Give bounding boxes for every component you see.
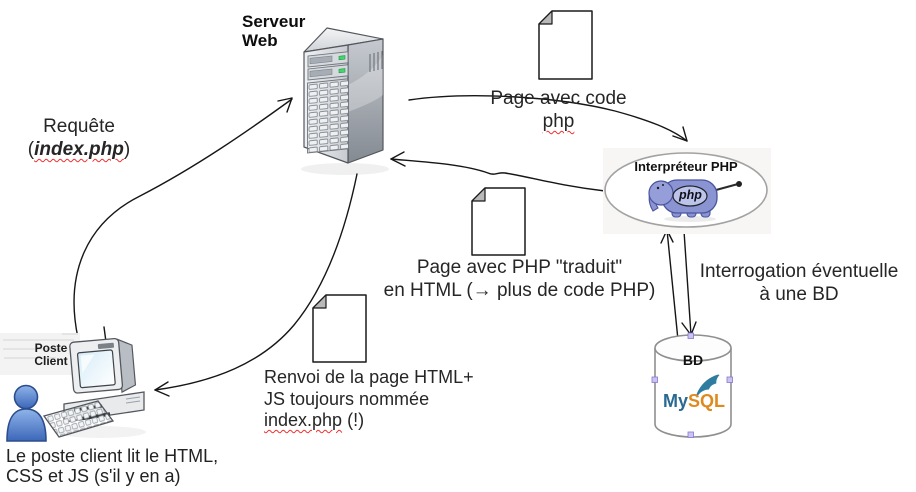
request-line2: (index.php) xyxy=(10,138,148,161)
return-suffix: (!) xyxy=(342,410,365,430)
server-title-line1: Serveur xyxy=(242,12,306,31)
mysql-logo-sql: SQL xyxy=(688,391,726,411)
php-interpreter-node xyxy=(603,148,771,234)
mysql-dolphin-icon xyxy=(696,374,720,398)
document-icon-translated-html xyxy=(471,187,526,256)
server-title-line2: Web xyxy=(242,31,278,50)
arrow-return-server-to-client xyxy=(154,173,358,397)
page-with-php-line2: php xyxy=(456,110,661,133)
request-line1: Requête xyxy=(43,116,115,137)
client-caption-line1: Le poste client lit le HTML, xyxy=(6,446,219,466)
client-label-line2: Client xyxy=(34,354,68,368)
return-page-label: Renvoi de la page HTML+ JS toujours nomm… xyxy=(264,367,504,432)
mysql-logo-my: My xyxy=(662,391,688,411)
db-query-line1: Interrogation éventuelle xyxy=(699,261,899,282)
db-label: BD xyxy=(682,352,704,368)
php-logo-text: php xyxy=(679,188,702,202)
paren: ( xyxy=(27,139,35,160)
return-filename: index.php xyxy=(264,410,343,430)
php-elephant-icon xyxy=(648,179,742,222)
client-computer-icon xyxy=(0,333,146,442)
document-icon-returned-page xyxy=(312,294,367,363)
interpreter-label: Interpréteur PHP xyxy=(634,159,738,174)
arrow-translated-interpreter-to-server xyxy=(390,151,606,192)
page-with-php-line1: Page avec code xyxy=(490,88,627,109)
return-page-line3: index.php (!) xyxy=(264,410,504,432)
return-page-line1: Renvoi de la page HTML+ xyxy=(264,367,474,387)
client-label-line1: Poste xyxy=(34,341,68,355)
page-with-php-label: Page avec code php xyxy=(456,87,661,133)
request-label: Requête (index.php) xyxy=(10,115,148,161)
client-caption-line2: CSS et JS (s'il y en a) xyxy=(6,466,181,486)
return-page-line2: JS toujours nommée xyxy=(264,388,430,409)
client-label: Poste Client xyxy=(24,342,78,368)
server-title: Serveur Web xyxy=(242,12,342,50)
mysql-logo-text: MySQL xyxy=(656,392,732,411)
client-caption: Le poste client lit le HTML, CSS et JS (… xyxy=(6,446,266,486)
selection-handles xyxy=(651,332,733,438)
db-query-label: Interrogation éventuelle à une BD xyxy=(686,260,912,306)
request-filename: index.php xyxy=(34,139,124,160)
page-translated-line2: en HTML (→ plus de code PHP) xyxy=(383,280,656,301)
document-icon-php-code xyxy=(538,10,593,80)
page-translated-line1: Page avec PHP "traduit" xyxy=(416,257,623,278)
arrow-page-server-to-interpreter xyxy=(408,95,688,142)
page-translated-label: Page avec PHP "traduit" en HTML (→ plus … xyxy=(372,256,667,302)
server-tower-icon xyxy=(301,27,389,175)
db-query-line2: à une BD xyxy=(759,284,839,305)
paren: ) xyxy=(123,139,131,160)
arrow-request-client-to-server xyxy=(73,97,293,339)
php-word: php xyxy=(542,111,575,132)
database-cylinder-icon xyxy=(651,332,733,438)
